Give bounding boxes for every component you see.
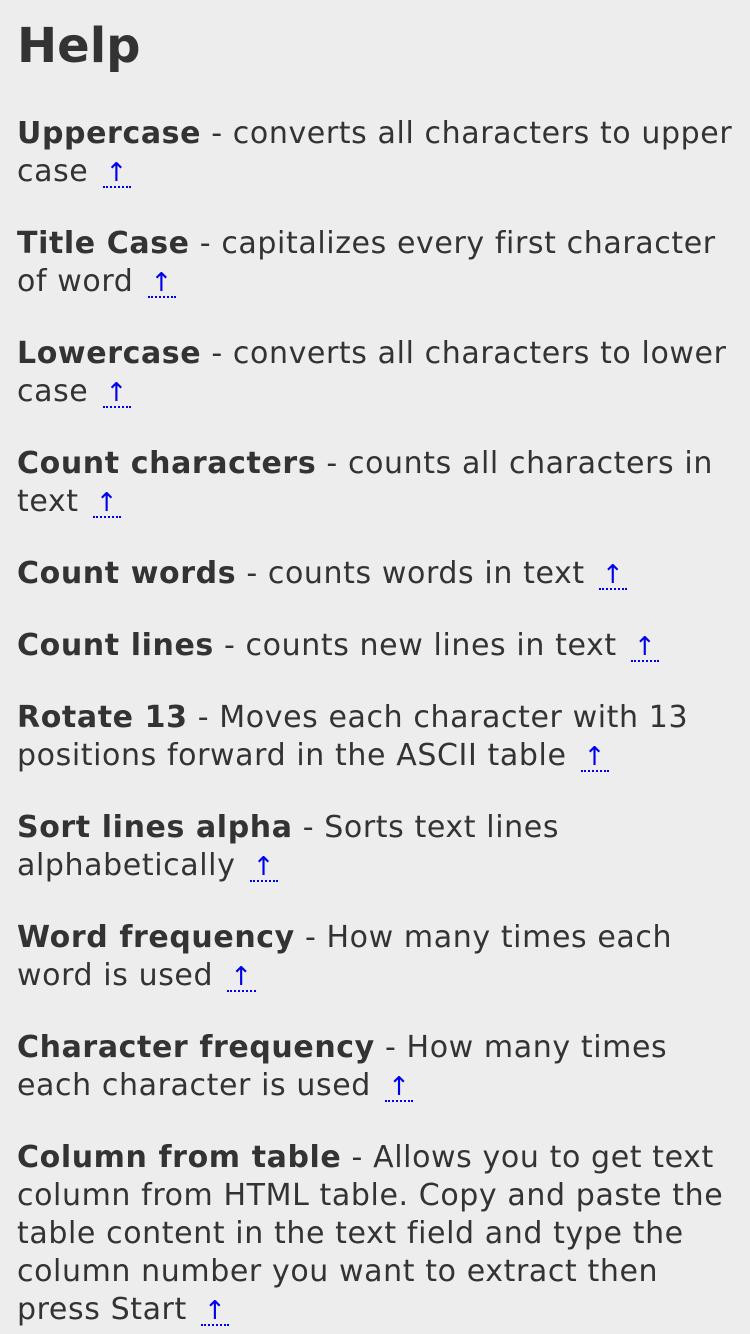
help-item-character-frequency: Character frequency - How many times eac… — [17, 1029, 734, 1105]
help-term: Count lines — [17, 628, 214, 663]
help-term: Column from table — [17, 1140, 342, 1175]
help-term: Lowercase — [17, 336, 202, 371]
help-item-rotate-13: Rotate 13 - Moves each character with 13… — [17, 699, 734, 775]
help-item-count-lines: Count lines - counts new lines in text ↑ — [17, 627, 734, 665]
back-to-top-link[interactable]: ↑ — [92, 490, 122, 518]
help-list: Uppercase - converts all characters to u… — [17, 115, 734, 1329]
help-term: Title Case — [17, 226, 190, 261]
back-to-top-link[interactable]: ↑ — [227, 964, 256, 992]
help-item-lowercase: Lowercase - converts all characters to l… — [17, 335, 734, 411]
back-to-top-link[interactable]: ↑ — [598, 562, 628, 590]
help-description: - counts new lines in text — [213, 628, 617, 663]
help-item-count-words: Count words - counts words in text ↑ — [17, 555, 734, 593]
back-to-top-link[interactable]: ↑ — [147, 270, 176, 298]
help-item-count-characters: Count characters - counts all characters… — [17, 445, 734, 521]
help-item-title-case: Title Case - capitalizes every first cha… — [17, 225, 734, 301]
help-term: Character frequency — [17, 1030, 375, 1065]
help-description: - converts all characters to lower case — [17, 336, 727, 409]
help-term: Uppercase — [17, 116, 202, 151]
back-to-top-link[interactable]: ↑ — [102, 380, 131, 408]
help-term: Rotate 13 — [17, 700, 188, 735]
help-term: Count characters — [17, 446, 317, 481]
help-term: Count words — [17, 556, 237, 591]
back-to-top-link[interactable]: ↑ — [385, 1074, 414, 1102]
help-description: - capitalizes every first character of w… — [17, 226, 716, 299]
page-title: Help — [17, 18, 141, 74]
help-description: - Moves each character with 13 positions… — [17, 700, 689, 773]
help-description: - counts all characters in text — [17, 446, 713, 519]
help-term: Sort lines alpha — [17, 810, 293, 845]
back-to-top-link[interactable]: ↑ — [201, 1298, 230, 1326]
help-description: - How many times each character is used — [17, 1030, 668, 1103]
help-description: - How many times each word is used — [17, 920, 673, 993]
help-item-uppercase: Uppercase - converts all characters to u… — [17, 115, 734, 191]
help-item-sort-lines-alpha: Sort lines alpha - Sorts text lines alph… — [17, 809, 734, 885]
help-item-column-from-table: Column from table - Allows you to get te… — [17, 1139, 734, 1329]
back-to-top-link[interactable]: ↑ — [102, 160, 131, 188]
back-to-top-link[interactable]: ↑ — [630, 634, 660, 662]
help-description: - Allows you to get text column from HTM… — [17, 1140, 724, 1327]
help-description: - counts words in text — [236, 556, 585, 591]
help-description: - Sorts text lines alphabetically — [17, 810, 560, 883]
help-description: - converts all characters to upper case — [17, 116, 733, 189]
help-term: Word frequency — [17, 920, 295, 955]
help-item-word-frequency: Word frequency - How many times each wor… — [17, 919, 734, 995]
back-to-top-link[interactable]: ↑ — [249, 854, 278, 882]
back-to-top-link[interactable]: ↑ — [580, 744, 610, 772]
